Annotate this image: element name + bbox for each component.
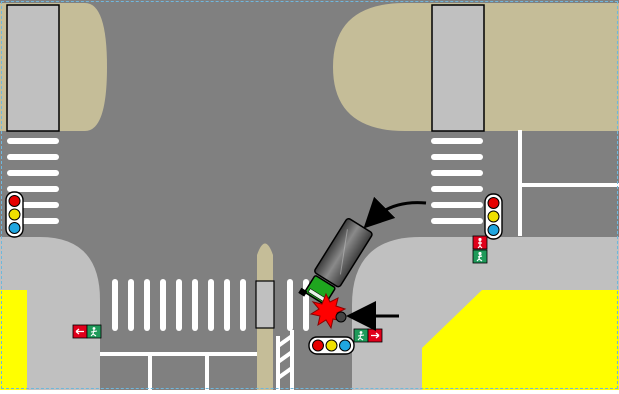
traffic-light-icon (5, 191, 24, 238)
collision-burst-icon (309, 292, 347, 330)
crosswalk-bottom (112, 279, 309, 331)
building-top-left (6, 4, 60, 132)
traffic-light-icon (308, 336, 355, 355)
pedestrian-signal-icon (472, 235, 488, 264)
traffic-island-post (255, 280, 275, 329)
pedestrian-signal-icon (353, 328, 383, 343)
yellow-zone-right (422, 290, 619, 390)
building-top-right (431, 4, 485, 132)
lane-markings (100, 130, 619, 390)
curved-arrow-icon (363, 196, 427, 229)
traffic-light-icon (484, 193, 503, 240)
crosswalk-right (431, 138, 483, 224)
pedestrian-signal-icon (72, 324, 102, 339)
yellow-zone-left (0, 290, 27, 390)
